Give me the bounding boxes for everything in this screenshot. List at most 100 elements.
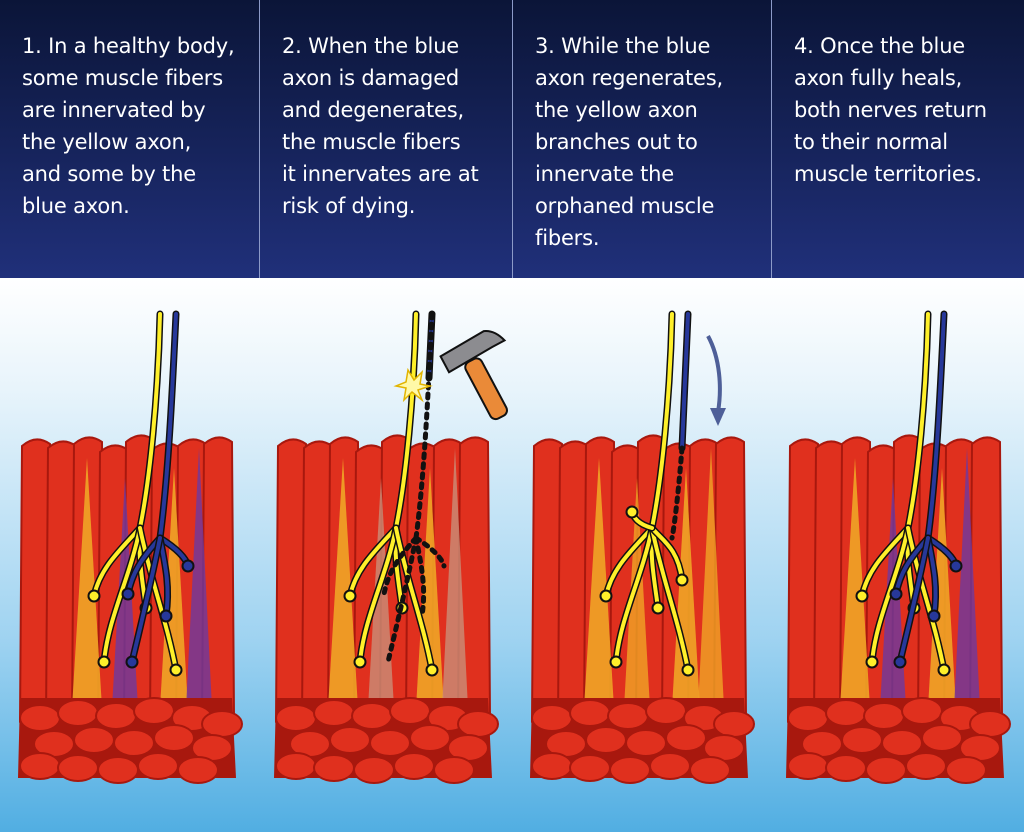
- fiber-end: [57, 699, 99, 727]
- yellow-innervated-fiber: [328, 458, 358, 708]
- fiber-end: [457, 710, 499, 738]
- yellow-axon-terminal: [87, 589, 101, 603]
- fiber-end: [97, 756, 139, 784]
- yellow-innervated-fiber: [416, 468, 444, 708]
- illustration-panel-2: [274, 310, 508, 784]
- yellow-axon-terminal: [599, 589, 613, 603]
- yellow-axon: [394, 312, 418, 530]
- yellow-axon: [348, 526, 398, 598]
- fiber-end: [433, 756, 475, 784]
- blue-innervated-fiber: [954, 448, 980, 708]
- fiber-end: [881, 729, 923, 757]
- blue-axon-terminal: [121, 587, 135, 601]
- fiber-end: [945, 756, 987, 784]
- fiber-end: [275, 704, 317, 732]
- fiber-end: [569, 754, 611, 782]
- yellow-axon-terminal: [425, 663, 439, 677]
- dying-fiber: [442, 448, 468, 708]
- illustration-area: [0, 278, 1024, 832]
- degenerating-axon-outline: [413, 535, 447, 569]
- fiber-end: [353, 756, 395, 784]
- caption-panel-1: 1. In a healthy body, some muscle fibers…: [0, 0, 259, 278]
- impact-spark-icon: [393, 367, 433, 403]
- yellow-axon: [650, 526, 690, 672]
- fiber-end: [787, 704, 829, 732]
- yellow-innervated-fiber: [160, 468, 188, 708]
- blue-axon: [926, 312, 946, 540]
- degenerating-axon-outline: [381, 535, 419, 597]
- fiber-end: [713, 710, 755, 738]
- fiber-end: [19, 704, 61, 732]
- yellow-axon-terminal: [353, 655, 367, 669]
- fiber-end: [531, 704, 573, 732]
- caption-1: 1. In a healthy body, some muscle fibers…: [22, 34, 235, 218]
- caption-panel-3: 3. While the blue axon regenerates, the …: [512, 0, 771, 278]
- yellow-innervated-fiber: [584, 458, 614, 708]
- yellow-axon: [906, 526, 946, 672]
- fiber-end: [313, 754, 355, 782]
- fiber-end: [153, 724, 195, 752]
- yellow-innervated-fiber: [928, 468, 956, 708]
- blue-axon-gap-outline: [669, 445, 685, 541]
- yellow-axon-terminal: [609, 655, 623, 669]
- fiber-end: [409, 724, 451, 752]
- yellow-axon-terminal: [937, 663, 951, 677]
- fiber-end: [665, 724, 707, 752]
- fiber-end: [569, 699, 611, 727]
- degenerating-axon-outline: [413, 535, 427, 619]
- fiber-end: [137, 752, 179, 780]
- fiber-end: [645, 697, 687, 725]
- fiber-end: [609, 756, 651, 784]
- yellow-axon-terminal: [865, 655, 879, 669]
- fiber-end: [177, 756, 219, 784]
- regenerating-blue-axon: [680, 312, 690, 450]
- fiber-end: [585, 726, 627, 754]
- yellow-axon: [358, 526, 398, 664]
- blue-axon-terminal: [949, 559, 963, 573]
- hammer-handle: [464, 357, 508, 421]
- fiber-end: [73, 726, 115, 754]
- blue-innervated-fiber: [186, 448, 212, 708]
- reinnervated-fiber: [624, 478, 650, 708]
- fiber-end: [841, 726, 883, 754]
- yellow-axon: [870, 526, 910, 664]
- yellow-axon-terminal: [855, 589, 869, 603]
- fiber-end: [57, 754, 99, 782]
- fiber-end: [825, 699, 867, 727]
- yellow-axon-terminal: [169, 663, 183, 677]
- fiber-end: [531, 752, 573, 780]
- blue-axon: [130, 536, 162, 664]
- fiber-end: [19, 752, 61, 780]
- illustration-svg: [18, 310, 1011, 784]
- fiber-end: [863, 702, 905, 730]
- blue-axon: [158, 312, 178, 540]
- yellow-axon: [138, 526, 178, 672]
- blue-axon-terminal: [159, 609, 173, 623]
- yellow-axon-terminal: [681, 663, 695, 677]
- dying-fiber: [368, 478, 394, 708]
- degenerating-axon-outline: [385, 535, 419, 665]
- caption-4: 4. Once the blue axon fully heals, both …: [794, 34, 987, 186]
- fiber-end: [625, 729, 667, 757]
- fiber-end: [389, 697, 431, 725]
- blue-axon: [898, 536, 930, 664]
- fiber-end: [329, 726, 371, 754]
- fiber-end: [825, 754, 867, 782]
- caption-panel-2: 2. When the blue axon is damaged and deg…: [259, 0, 512, 278]
- illustration-panel-4: [786, 310, 1011, 784]
- fiber-end: [921, 724, 963, 752]
- yellow-axon: [906, 312, 930, 530]
- reinnervated-fiber: [698, 448, 724, 708]
- yellow-axon-terminal: [651, 601, 665, 615]
- yellow-axon-terminal: [343, 589, 357, 603]
- yellow-axon-terminal: [97, 655, 111, 669]
- fiber-end: [275, 752, 317, 780]
- degenerating-axon-outline: [413, 311, 435, 541]
- yellow-axon: [102, 526, 142, 664]
- fiber-end: [865, 756, 907, 784]
- fiber-end: [689, 756, 731, 784]
- fiber-end: [369, 729, 411, 757]
- yellow-axon-sprout: [650, 526, 684, 582]
- blue-axon-terminal: [125, 655, 139, 669]
